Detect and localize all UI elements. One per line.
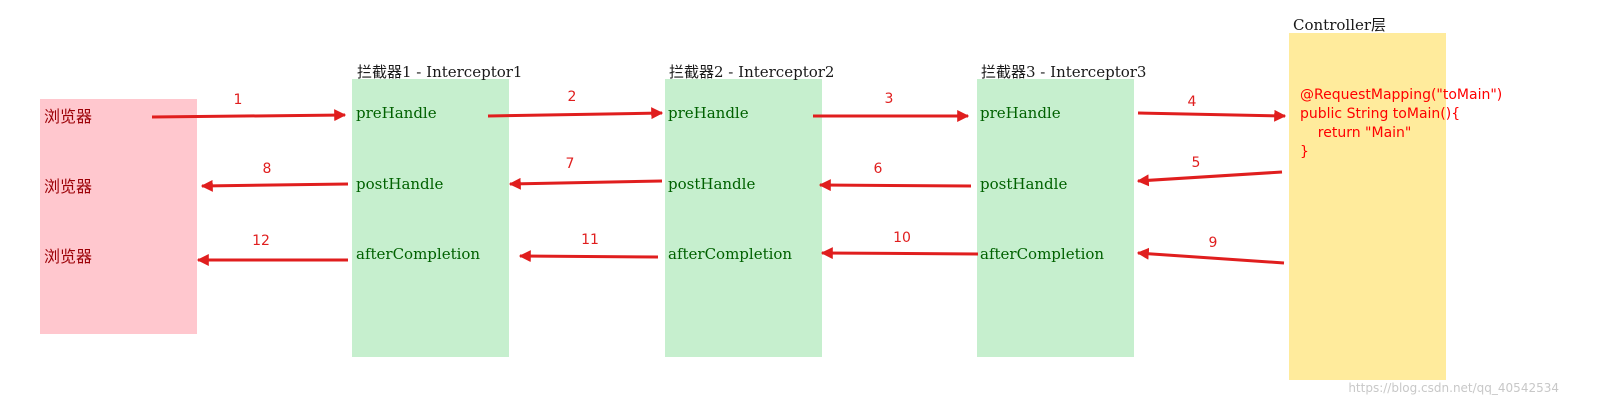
interceptor1-prehandle: preHandle (356, 104, 437, 122)
browser-box (40, 99, 197, 334)
step-number-2: 2 (568, 89, 577, 105)
interceptor2-box (665, 79, 822, 357)
arrow-step-5 (1136, 170, 1283, 187)
interceptor2-prehandle: preHandle (668, 104, 749, 122)
controller-box (1289, 33, 1446, 380)
step-number-6: 6 (874, 161, 883, 177)
step-number-9: 9 (1209, 235, 1218, 251)
arrow-step-7 (508, 177, 663, 190)
step-number-12: 12 (252, 233, 270, 249)
interceptor3-title: 拦截器3 - Interceptor3 (981, 63, 1147, 81)
arrow-step-10 (820, 247, 979, 260)
interceptor2-posthandle: postHandle (668, 175, 756, 193)
controller-title: Controller层 (1293, 16, 1387, 34)
interceptor2-aftercompletion: afterCompletion (668, 245, 793, 263)
interceptor3-prehandle: preHandle (980, 104, 1061, 122)
interceptor3-box (977, 79, 1134, 357)
step-number-7: 7 (566, 156, 575, 172)
arrow-step-6 (818, 179, 972, 192)
step-number-1: 1 (234, 92, 243, 108)
step-number-5: 5 (1192, 155, 1201, 171)
arrow-step-4 (1137, 109, 1287, 122)
step-number-10: 10 (893, 230, 911, 246)
controller-code: @RequestMapping("toMain") public String … (1300, 87, 1503, 160)
browser-label-1: 浏览器 (44, 107, 93, 126)
interceptor1-title: 拦截器1 - Interceptor1 (357, 63, 523, 81)
browser-label-3: 浏览器 (44, 247, 93, 266)
watermark: https://blog.csdn.net/qq_40542534 (1348, 381, 1559, 395)
browser-label-2: 浏览器 (44, 177, 93, 196)
interceptor1-posthandle: postHandle (356, 175, 444, 193)
step-number-4: 4 (1188, 94, 1197, 110)
interceptor2-title: 拦截器2 - Interceptor2 (669, 63, 835, 81)
step-number-11: 11 (581, 232, 599, 248)
interceptor1-aftercompletion: afterCompletion (356, 245, 481, 263)
interceptor3-posthandle: postHandle (980, 175, 1068, 193)
arrow-step-2 (487, 107, 664, 120)
interceptor1-box (352, 79, 509, 357)
interceptor3-aftercompletion: afterCompletion (980, 245, 1105, 263)
arrow-step-9 (1136, 247, 1285, 265)
step-number-3: 3 (885, 91, 894, 107)
arrow-step-8 (200, 179, 349, 192)
step-number-8: 8 (263, 161, 272, 177)
arrow-step-11 (518, 250, 659, 263)
arrow-step-1 (151, 109, 347, 122)
